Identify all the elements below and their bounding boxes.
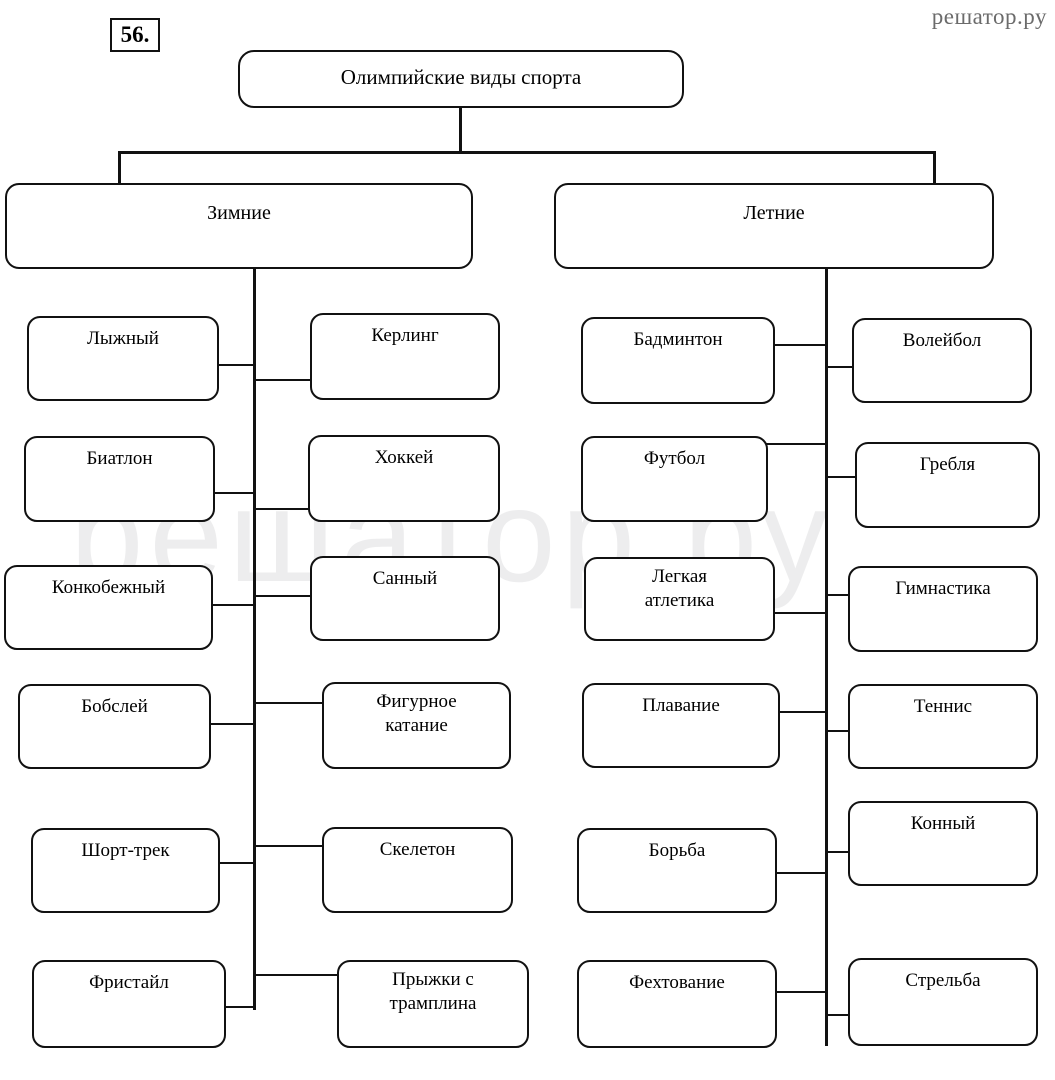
connector-summer-left-1 bbox=[773, 344, 828, 346]
node-summer-left-6-label: Фехтование bbox=[629, 972, 725, 993]
node-winter-left-6[interactable]: Фристайл bbox=[32, 960, 226, 1048]
node-winter-left-6-label: Фристайл bbox=[89, 972, 169, 993]
node-branch-winter[interactable]: Зимние bbox=[5, 183, 473, 269]
node-summer-right-6[interactable]: Стрельба bbox=[848, 958, 1038, 1046]
node-summer-right-3[interactable]: Гимнастика bbox=[848, 566, 1038, 652]
node-winter-right-4-line2: катание bbox=[385, 714, 448, 736]
connector-root-spine bbox=[118, 151, 936, 154]
connector-winter-right-3 bbox=[253, 595, 313, 597]
node-winter-right-6-line1: Прыжки с bbox=[392, 969, 474, 990]
connector-to-summer bbox=[933, 151, 936, 185]
node-winter-right-5[interactable]: Скелетон bbox=[322, 827, 513, 913]
watermark-corner: решатор.ру bbox=[931, 4, 1047, 29]
connector-summer-right-6 bbox=[825, 1014, 852, 1016]
node-summer-left-3-line1: Легкая bbox=[651, 566, 708, 587]
node-summer-left-1[interactable]: Бадминтон bbox=[581, 317, 775, 404]
node-branch-summer[interactable]: Летние bbox=[554, 183, 994, 269]
connector-winter-right-6 bbox=[253, 974, 340, 976]
node-summer-right-4[interactable]: Теннис bbox=[848, 684, 1038, 769]
node-root-label: Олимпийские виды спорта bbox=[340, 65, 582, 89]
node-winter-right-3-label: Санный bbox=[372, 568, 438, 589]
node-winter-left-1-label: Лыжный bbox=[87, 328, 159, 349]
node-winter-right-4-line1: Фигурное bbox=[376, 691, 457, 712]
node-summer-right-5[interactable]: Конный bbox=[848, 801, 1038, 886]
node-winter-left-2[interactable]: Биатлон bbox=[24, 436, 215, 522]
node-winter-right-3[interactable]: Санный bbox=[310, 556, 500, 641]
node-summer-right-4-label: Теннис bbox=[913, 696, 973, 717]
connector-winter-left-3 bbox=[210, 604, 256, 606]
node-summer-right-2[interactable]: Гребля bbox=[855, 442, 1040, 528]
node-winter-left-1[interactable]: Лыжный bbox=[27, 316, 219, 401]
node-summer-left-4[interactable]: Плавание bbox=[582, 683, 780, 768]
connector-summer-left-2 bbox=[766, 443, 828, 445]
connector-summer-right-2 bbox=[825, 476, 857, 478]
node-winter-left-5-label: Шорт-трек bbox=[81, 840, 170, 861]
connector-root-stem bbox=[459, 107, 462, 153]
connector-summer-right-5 bbox=[825, 851, 852, 853]
connector-winter-left-1 bbox=[216, 364, 256, 366]
node-summer-right-5-label: Конный bbox=[910, 813, 976, 834]
connector-winter-right-1 bbox=[253, 379, 313, 381]
node-summer-right-1-label: Волейбол bbox=[902, 330, 982, 351]
connector-winter-left-6 bbox=[225, 1006, 256, 1008]
node-winter-right-2[interactable]: Хоккей bbox=[308, 435, 500, 522]
node-winter-right-6-line2: трамплина bbox=[389, 992, 477, 1014]
connector-summer-right-3 bbox=[825, 594, 852, 596]
node-summer-right-1[interactable]: Волейбол bbox=[852, 318, 1032, 403]
node-summer-left-5[interactable]: Борьба bbox=[577, 828, 777, 913]
node-summer-left-3-line2: атлетика bbox=[644, 589, 715, 611]
connector-winter-left-5 bbox=[218, 862, 256, 864]
connector-summer-right-4 bbox=[825, 730, 852, 732]
node-winter-left-3[interactable]: Конкобежный bbox=[4, 565, 213, 650]
node-summer-left-2[interactable]: Футбол bbox=[581, 436, 768, 522]
connector-summer-left-5 bbox=[777, 872, 828, 874]
node-winter-right-1[interactable]: Керлинг bbox=[310, 313, 500, 400]
connector-winter-left-4 bbox=[209, 723, 256, 725]
node-winter-right-4[interactable]: Фигурное катание bbox=[322, 682, 511, 769]
node-summer-left-3-label: Легкая атлетика bbox=[586, 565, 773, 639]
node-branch-summer-label: Летние bbox=[743, 202, 805, 224]
node-winter-right-6[interactable]: Прыжки с трамплина bbox=[337, 960, 529, 1048]
node-winter-left-5[interactable]: Шорт-трек bbox=[31, 828, 220, 913]
exercise-number: 56. bbox=[110, 18, 160, 52]
node-summer-left-4-label: Плавание bbox=[642, 695, 720, 716]
node-winter-left-4-label: Бобслей bbox=[81, 696, 148, 717]
node-branch-winter-label: Зимние bbox=[207, 202, 271, 224]
connector-winter-right-5 bbox=[253, 845, 325, 847]
node-summer-right-3-label: Гимнастика bbox=[895, 578, 991, 599]
connector-summer-left-3 bbox=[773, 612, 828, 614]
connector-winter-right-4 bbox=[253, 702, 325, 704]
node-summer-left-6[interactable]: Фехтование bbox=[577, 960, 777, 1048]
node-winter-right-2-label: Хоккей bbox=[374, 447, 434, 468]
node-root[interactable]: Олимпийские виды спорта bbox=[238, 50, 684, 108]
node-summer-left-5-label: Борьба bbox=[648, 840, 706, 861]
connector-to-winter bbox=[118, 151, 121, 185]
node-summer-right-2-label: Гребля bbox=[919, 454, 976, 475]
node-winter-right-5-label: Скелетон bbox=[379, 839, 456, 860]
node-summer-left-1-label: Бадминтон bbox=[633, 329, 723, 350]
node-winter-left-3-label: Конкобежный bbox=[51, 577, 166, 598]
node-winter-right-1-label: Керлинг bbox=[371, 325, 439, 346]
connector-summer-left-6 bbox=[777, 991, 828, 993]
node-winter-right-4-label: Фигурное катание bbox=[324, 690, 509, 767]
connector-summer-right-1 bbox=[825, 366, 857, 368]
node-summer-left-3[interactable]: Легкая атлетика bbox=[584, 557, 775, 641]
node-winter-left-2-label: Биатлон bbox=[86, 448, 153, 469]
connector-winter-left-2 bbox=[213, 492, 256, 494]
connector-winter-right-2 bbox=[253, 508, 311, 510]
connector-winter-trunk bbox=[253, 266, 256, 1010]
connector-summer-left-4 bbox=[780, 711, 828, 713]
node-summer-right-6-label: Стрельба bbox=[905, 970, 981, 991]
node-winter-left-4[interactable]: Бобслей bbox=[18, 684, 211, 769]
node-winter-right-6-label: Прыжки с трамплина bbox=[339, 968, 527, 1046]
connector-summer-trunk bbox=[825, 266, 828, 1046]
node-summer-left-2-label: Футбол bbox=[643, 448, 706, 469]
